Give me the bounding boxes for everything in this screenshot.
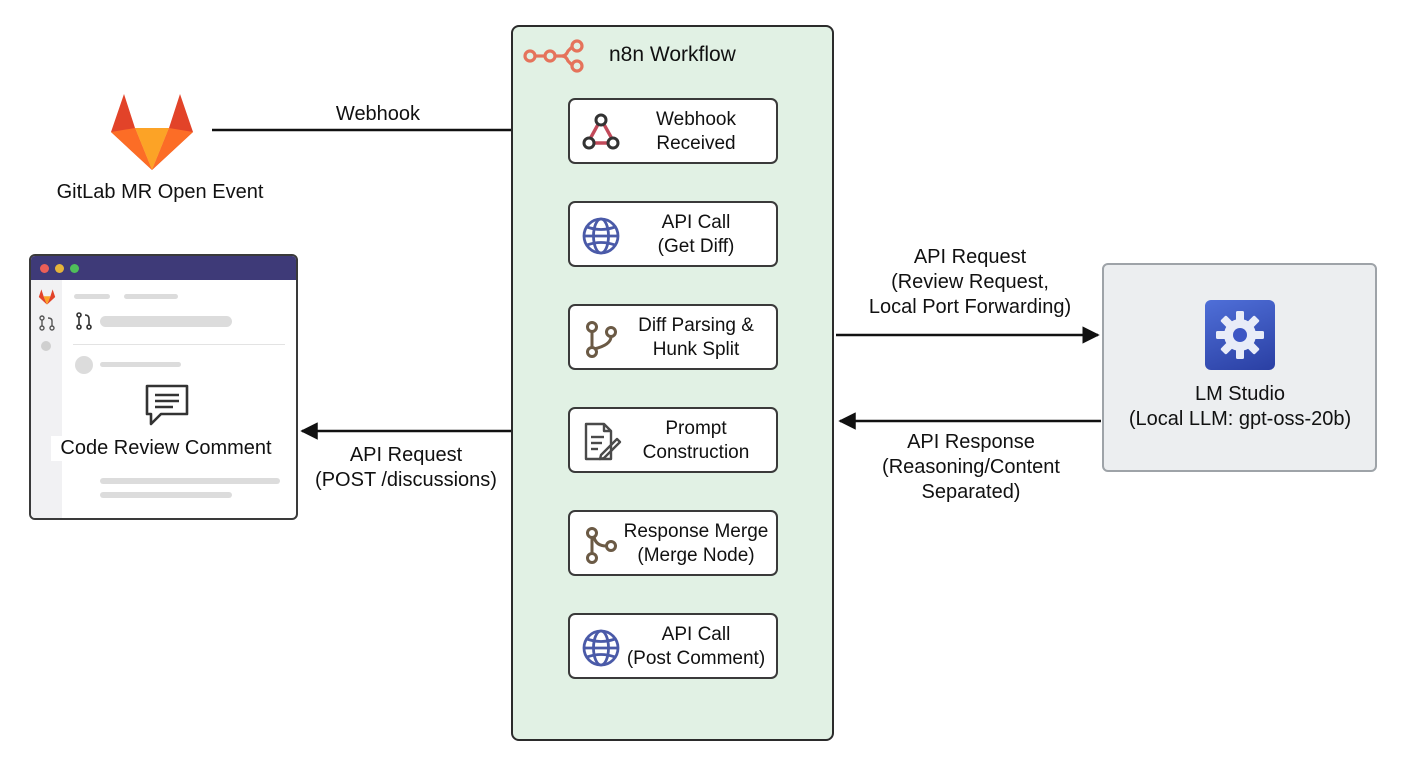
gitlab-mr-window: Code Review Comment <box>29 254 298 520</box>
comment-line-placeholder <box>100 492 232 498</box>
window-sidebar <box>31 280 62 518</box>
merge-request-icon <box>39 315 55 331</box>
merge-request-icon <box>76 312 92 330</box>
edge-label-line: (Review Request, <box>891 271 1049 293</box>
comment-line-placeholder <box>100 478 280 484</box>
node-label-line: (Get Diff) <box>657 236 735 257</box>
lm-studio-model: (Local LLM: gpt-oss-20b) <box>1128 408 1352 430</box>
close-dot-icon <box>40 264 49 273</box>
node-api-call-post-comment[interactable]: API Call (Post Comment) <box>568 613 778 679</box>
webhook-edge-label: Webhook <box>335 103 421 125</box>
title-placeholder <box>100 316 232 327</box>
gitlab-logo-icon <box>38 289 56 305</box>
node-label-line: Diff Parsing & <box>638 315 754 336</box>
breadcrumb-placeholder <box>124 294 178 299</box>
node-webhook-received[interactable]: Webhook Received <box>568 98 778 164</box>
node-label-line: Response Merge <box>623 521 769 542</box>
comment-icon <box>145 384 189 426</box>
edge-label-line: API Request <box>349 444 463 466</box>
post-discussions-edge-label: API Request (POST /discussions) <box>300 443 512 493</box>
divider <box>73 344 285 345</box>
author-placeholder <box>100 362 181 367</box>
webhook-icon <box>582 113 620 150</box>
lm-studio-name: LM Studio <box>1194 383 1286 405</box>
n8n-logo-icon <box>523 39 584 73</box>
node-diff-parsing[interactable]: Diff Parsing & Hunk Split <box>568 304 778 370</box>
node-label-line: Webhook <box>656 109 736 130</box>
node-label-line: (Merge Node) <box>637 545 755 566</box>
sidebar-circle-icon <box>41 341 51 351</box>
node-label-line: Construction <box>642 442 750 463</box>
node-label-line: Hunk Split <box>652 339 740 360</box>
code-review-comment-label: Code Review Comment <box>51 436 281 461</box>
gitlab-logo-icon <box>111 94 193 170</box>
node-response-merge[interactable]: Response Merge (Merge Node) <box>568 510 778 576</box>
node-label-line: API Call <box>661 624 731 645</box>
edge-label-line: Local Port Forwarding) <box>868 296 1072 318</box>
lm-studio-label: LM Studio (Local LLM: gpt-oss-20b) <box>1105 382 1375 432</box>
gear-icon <box>1205 300 1275 370</box>
edge-label-line: API Request <box>913 246 1027 268</box>
edge-label-line: API Response <box>907 431 1035 453</box>
edge-label-line: Separated) <box>921 481 1021 503</box>
node-label-line: (Post Comment) <box>626 648 766 669</box>
node-label-line: API Call <box>661 212 731 233</box>
globe-icon <box>582 217 620 255</box>
edge-label-line: (POST /discussions) <box>315 469 497 491</box>
api-request-edge-label: API Request (Review Request, Local Port … <box>850 245 1090 320</box>
minimize-dot-icon <box>55 264 64 273</box>
api-response-edge-label: API Response (Reasoning/Content Separate… <box>851 430 1091 505</box>
globe-icon <box>582 629 620 667</box>
avatar <box>75 356 93 374</box>
branch-icon <box>586 321 617 358</box>
workflow-title: n8n Workflow <box>609 43 736 66</box>
document-edit-icon <box>584 422 622 461</box>
gitlab-event-label: GitLab MR Open Event <box>56 181 264 203</box>
node-api-call-get-diff[interactable]: API Call (Get Diff) <box>568 201 778 267</box>
edge-label-line: (Reasoning/Content <box>882 456 1060 478</box>
node-label-line: Prompt <box>665 418 727 439</box>
breadcrumb-placeholder <box>74 294 110 299</box>
merge-icon <box>586 527 617 564</box>
maximize-dot-icon <box>70 264 79 273</box>
node-label-line: Received <box>656 133 736 154</box>
node-prompt-construction[interactable]: Prompt Construction <box>568 407 778 473</box>
